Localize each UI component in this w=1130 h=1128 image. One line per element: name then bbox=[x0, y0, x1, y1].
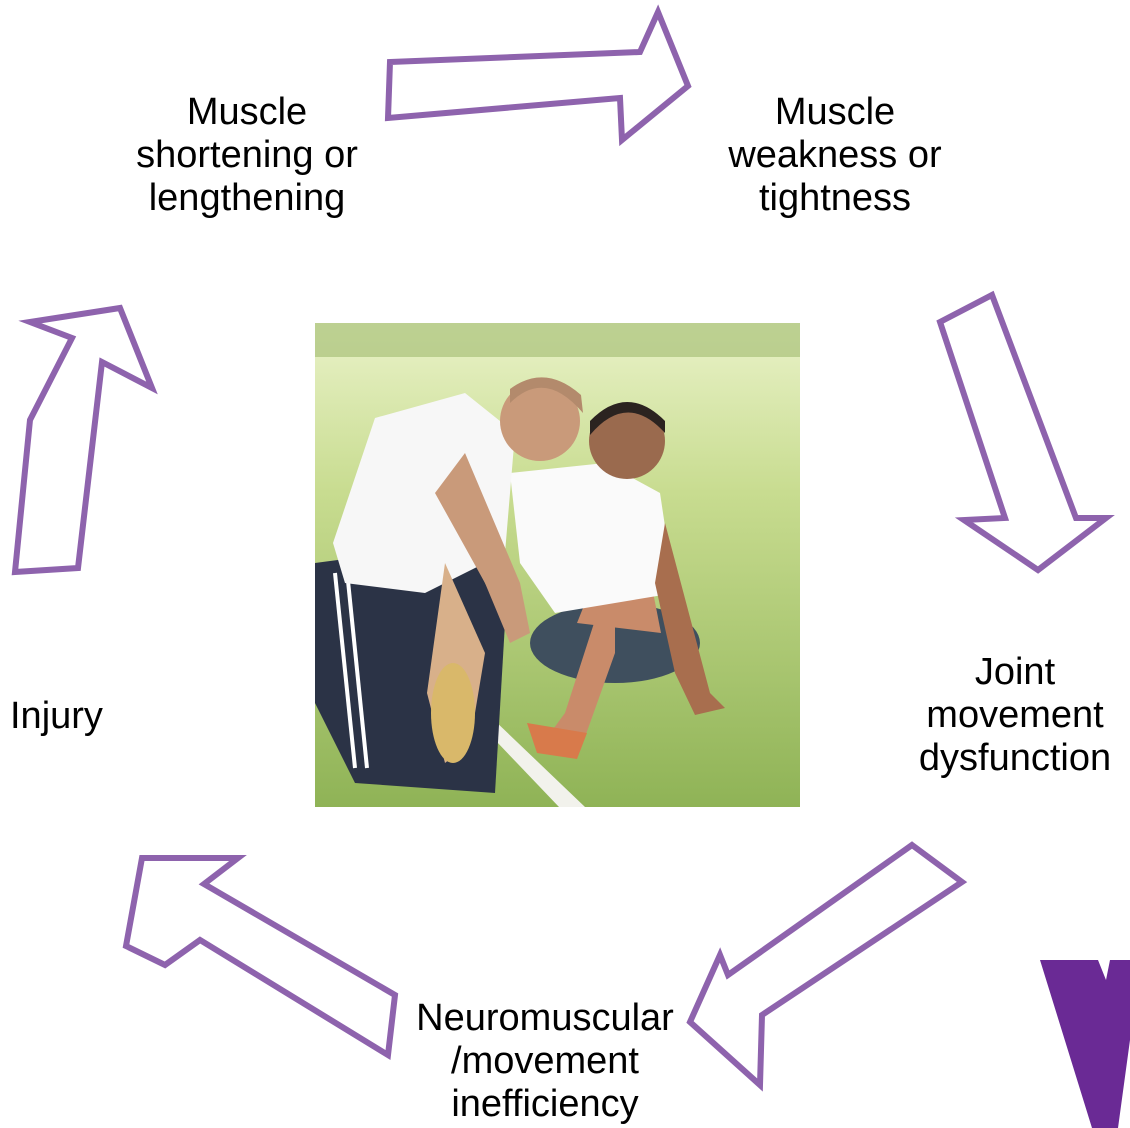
arrow-top bbox=[388, 12, 688, 140]
arrow-left bbox=[15, 308, 152, 572]
stage-label-joint-dysfunction: Joint movement dysfunction bbox=[900, 651, 1130, 780]
arrow-right bbox=[940, 295, 1106, 570]
stage-label-muscle-shortening: Muscle shortening or lengthening bbox=[112, 91, 382, 220]
arrow-bottom-right bbox=[690, 845, 962, 1085]
stage-label-injury: Injury bbox=[10, 695, 122, 738]
athlete-injury-photo bbox=[315, 323, 800, 807]
stage-label-neuromuscular: Neuromuscular /movement inefficiency bbox=[395, 997, 695, 1126]
arrow-bottom-left bbox=[126, 858, 395, 1055]
brand-logo bbox=[1040, 960, 1130, 1128]
stage-label-muscle-weakness: Muscle weakness or tightness bbox=[700, 91, 970, 220]
